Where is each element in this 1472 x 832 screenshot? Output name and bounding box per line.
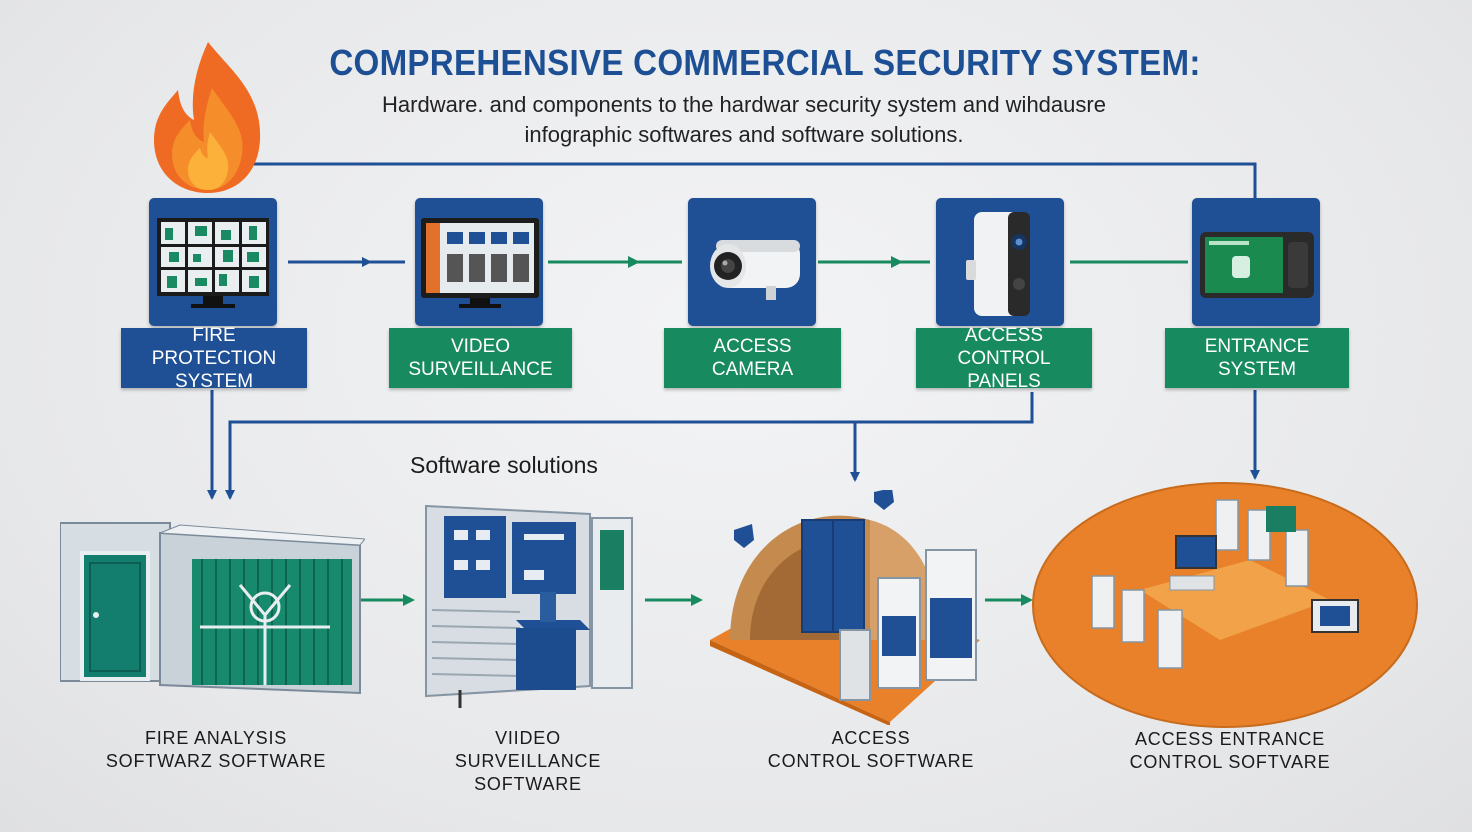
- label-line-1: ACCESS ENTRANCE: [1134, 729, 1326, 749]
- label-line-2: SYSTEM: [1217, 359, 1297, 380]
- label-line-2: CONTROL SOFTVARE: [1129, 752, 1331, 772]
- entrance-system-card: [1192, 198, 1320, 326]
- label-line-1: ACCESS: [831, 728, 911, 748]
- sw-label-video-surveillance: VIIDEO SURVEILLANCE SOFTWARE: [400, 727, 656, 796]
- label-line-1: FIRE ANALYSIS: [144, 728, 288, 748]
- label-line-1: VIIDEO: [495, 728, 561, 748]
- software-heading: Software solutions: [410, 452, 598, 478]
- video-software-illustration: [425, 504, 633, 708]
- entrance-terminal-icon: [1200, 232, 1314, 298]
- subtitle-line-2: infographic softwares and software solut…: [524, 122, 964, 147]
- monitor-dashboard-icon: [421, 218, 539, 308]
- monitor-grid-icon: [157, 218, 269, 308]
- label-line-2: CAMERA: [711, 359, 794, 380]
- flame-icon: [154, 42, 261, 193]
- sw-label-fire-analysis: FIRE ANALYSIS SOFTWARZ SOFTWARE: [100, 727, 332, 773]
- label-entrance-system: ENTRANCE SYSTEM: [1165, 328, 1349, 388]
- label-access-control-panels: ACCESS CONTROL PANELS: [916, 325, 1092, 392]
- label-line-1: ACCESS CONTROL: [957, 324, 1051, 369]
- subtitle-line-1: Hardware. and components to the hardwar …: [382, 92, 1106, 117]
- label-line-1: VIDEO: [450, 336, 511, 357]
- sw-label-access-control: ACCESS CONTROL SOFTWARE: [758, 727, 984, 773]
- label-video-surveillance: VIDEO SURVEILLANCE: [389, 328, 572, 388]
- page-title: COMPREHENSIVE COMMERCIAL SECURITY SYSTEM…: [329, 42, 1201, 83]
- label-line-2: SOFTWARZ SOFTWARE: [105, 751, 327, 771]
- label-line-1: ACCESS: [713, 336, 792, 357]
- label-line-1: ENTRANCE: [1204, 336, 1310, 357]
- label-line-2: SURVEILLANCE SOFTWARE: [454, 751, 602, 794]
- entrance-software-illustration: [1032, 482, 1418, 728]
- video-surveillance-card: [415, 198, 543, 326]
- fire-protection-card: [149, 198, 277, 326]
- access-control-panels-card: [936, 198, 1064, 326]
- label-access-camera: ACCESS CAMERA: [664, 328, 841, 388]
- access-camera-card: [688, 198, 816, 326]
- label-line-2: SURVEILLANCE: [408, 359, 553, 380]
- label-fire-protection: FIRE PROTECTION SYSTEM: [121, 325, 307, 392]
- access-software-illustration: [710, 490, 980, 725]
- label-line-2: PROTECTION SYSTEM: [151, 347, 277, 392]
- label-line-1: FIRE: [192, 324, 236, 346]
- sw-label-entrance-control: ACCESS ENTRANCE CONTROL SOFTVARE: [1110, 728, 1350, 774]
- label-line-2: PANELS: [967, 370, 1041, 392]
- arrow-panels-to-fire-software: [225, 392, 1034, 500]
- bullet-camera-icon: [710, 240, 800, 300]
- doorbell-camera-icon: [966, 212, 1030, 316]
- top-loop-line: [250, 162, 1257, 198]
- fire-building-illustration: [60, 522, 365, 695]
- label-line-2: CONTROL SOFTWARE: [767, 751, 975, 771]
